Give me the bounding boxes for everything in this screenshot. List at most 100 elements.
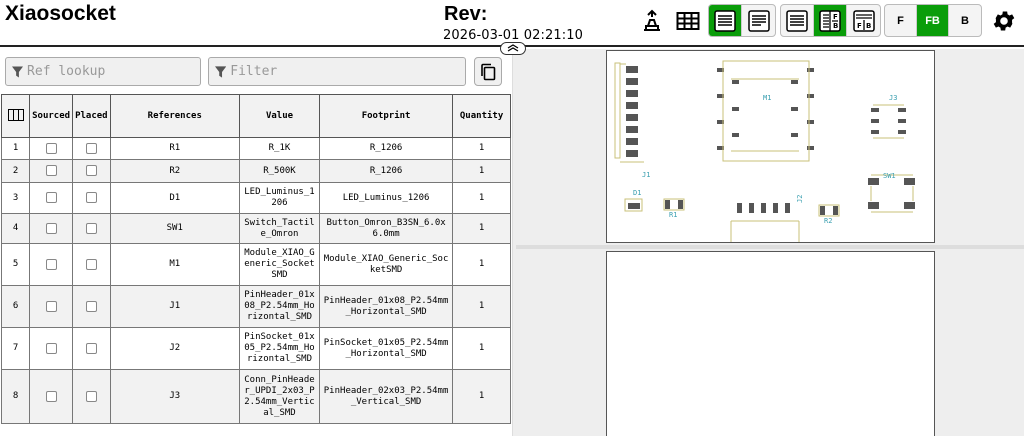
row-number: 5 — [0, 243, 31, 286]
pcb-label-sw1: SW1 — [883, 172, 896, 180]
sourced-checkbox-cell — [29, 137, 74, 160]
table-row[interactable]: 1 R1 R_1K R_1206 1 — [0, 137, 511, 160]
sourced-checkbox-cell — [29, 213, 74, 244]
quantity-header[interactable]: Quantity — [452, 94, 511, 138]
front-back-split-icon: FB — [819, 9, 841, 32]
pcb-label-r1: R1 — [669, 211, 677, 219]
sourced-checkbox[interactable] — [45, 390, 57, 402]
sourced-checkbox[interactable] — [45, 342, 57, 354]
sourced-checkbox[interactable] — [45, 142, 57, 154]
row-number: 2 — [0, 159, 31, 183]
sourced-header[interactable]: Sourced — [29, 94, 74, 138]
canvas-splitter[interactable] — [516, 245, 1024, 249]
table-row[interactable]: 2 R2 R_500K R_1206 1 — [0, 159, 511, 183]
sourced-checkbox[interactable] — [45, 258, 57, 270]
placed-checkbox[interactable] — [85, 390, 97, 402]
footprint-header[interactable]: Footprint — [318, 94, 454, 138]
table-row[interactable]: 8 J3 Conn_PinHeader_UPDI_2x03_P2.54mm_Ve… — [0, 369, 511, 424]
pcb-front-drawing: J1 D1 R1 M1 R2 J3 SW1 J2 — [614, 60, 915, 243]
revision-label: Rev: — [444, 3, 488, 25]
bom-only-button[interactable] — [781, 5, 814, 36]
filter-field[interactable] — [208, 57, 466, 86]
bom-left-right-button[interactable] — [709, 5, 742, 36]
front-board-canvas[interactable]: J1 D1 R1 M1 R2 J3 SW1 J2 — [606, 50, 935, 243]
footprint-cell: R_1206 — [318, 159, 454, 183]
placed-checkbox[interactable] — [85, 222, 97, 234]
reference-cell: J1 — [109, 285, 240, 328]
copy-icon — [481, 63, 496, 80]
layer-front-back-button[interactable]: FB — [917, 5, 950, 36]
table-row[interactable]: 4 SW1 Switch_Tactile_Omron Button_Omron_… — [0, 213, 511, 244]
table-row[interactable]: 7 J2 PinSocket_01x05_P2.54mm_Horizontal_… — [0, 327, 511, 370]
quantity-cell: 1 — [452, 369, 511, 424]
bom-top-bottom-button[interactable] — [742, 5, 775, 36]
value-cell: PinSocket_01x05_P2.54mm_Horizontal_SMD — [238, 327, 321, 370]
ref-lookup-field[interactable] — [5, 57, 201, 86]
quantity-cell: 1 — [452, 327, 511, 370]
placed-checkbox[interactable] — [85, 165, 97, 176]
layer-back-button[interactable]: B — [961, 14, 969, 27]
settings-button[interactable] — [988, 5, 1020, 37]
value-cell: PinHeader_01x08_P2.54mm_Horizontal_SMD — [238, 285, 321, 328]
column-toggle-header[interactable] — [0, 94, 31, 138]
placed-checkbox[interactable] — [85, 142, 97, 154]
sourced-checkbox[interactable] — [45, 300, 57, 312]
sourced-checkbox[interactable] — [45, 192, 57, 203]
table-row[interactable]: 3 D1 LED_Luminus_1206 LED_Luminus_1206 1 — [0, 182, 511, 214]
bom-layout-group — [708, 4, 776, 37]
quantity-cell: 1 — [452, 243, 511, 286]
svg-text:B: B — [833, 22, 838, 30]
table-row[interactable]: 6 J1 PinHeader_01x08_P2.54mm_Horizontal_… — [0, 285, 511, 328]
pcb-label-j3: J3 — [889, 94, 897, 102]
filter-input[interactable] — [230, 64, 465, 79]
filter-icon — [12, 65, 24, 78]
placed-checkbox-cell — [72, 213, 111, 244]
footprint-cell: Button_Omron_B3SN_6.0x6.0mm — [318, 213, 454, 244]
placed-checkbox[interactable] — [85, 258, 97, 270]
sourced-checkbox[interactable] — [45, 165, 57, 176]
placed-checkbox[interactable] — [85, 342, 97, 354]
layer-front-button[interactable]: F — [885, 5, 918, 36]
quantity-cell: 1 — [452, 182, 511, 214]
grid-button[interactable] — [672, 5, 704, 37]
placed-header[interactable]: Placed — [72, 94, 111, 138]
table-row[interactable]: 5 M1 Module_XIAO_Generic_SocketSMD Modul… — [0, 243, 511, 286]
panel-splitter[interactable] — [512, 49, 516, 436]
row-number: 4 — [0, 213, 31, 244]
settings-icon — [993, 11, 1015, 31]
placed-checkbox-cell — [72, 285, 111, 328]
collapse-toggle-button[interactable] — [500, 42, 526, 55]
placed-checkbox-cell — [72, 369, 111, 424]
reference-cell: R1 — [109, 137, 240, 160]
sourced-checkbox-cell — [29, 285, 74, 328]
row-number: 8 — [0, 369, 31, 424]
sourced-checkbox-cell — [29, 243, 74, 286]
footprint-cell: PinHeader_02x03_P2.54mm_Vertical_SMD — [318, 369, 454, 424]
dark-mode-button[interactable] — [636, 5, 668, 37]
row-number: 6 — [0, 285, 31, 328]
value-cell: LED_Luminus_1206 — [238, 182, 321, 214]
chevron-up-icon — [507, 44, 519, 52]
footprint-cell: R_1206 — [318, 137, 454, 160]
value-cell: R_1K — [238, 137, 321, 160]
footprint-cell: LED_Luminus_1206 — [318, 182, 454, 214]
columns-icon — [7, 108, 24, 121]
sourced-checkbox-cell — [29, 159, 74, 183]
pcb-label-j2: J2 — [796, 195, 804, 203]
table-header-row: Sourced Placed References Value Footprin… — [0, 94, 511, 138]
pcb-label-d1: D1 — [633, 189, 641, 197]
copy-button[interactable] — [474, 57, 502, 86]
row-number: 1 — [0, 137, 31, 160]
ref-lookup-input[interactable] — [27, 64, 200, 79]
placed-checkbox[interactable] — [85, 300, 97, 312]
placed-checkbox[interactable] — [85, 192, 97, 203]
sourced-checkbox-cell — [29, 369, 74, 424]
revision-date: 2026-03-01 02:21:10 — [443, 28, 583, 43]
references-header[interactable]: References — [109, 94, 240, 138]
back-board-canvas[interactable] — [606, 251, 935, 436]
value-header[interactable]: Value — [238, 94, 321, 138]
sourced-checkbox[interactable] — [45, 222, 57, 234]
